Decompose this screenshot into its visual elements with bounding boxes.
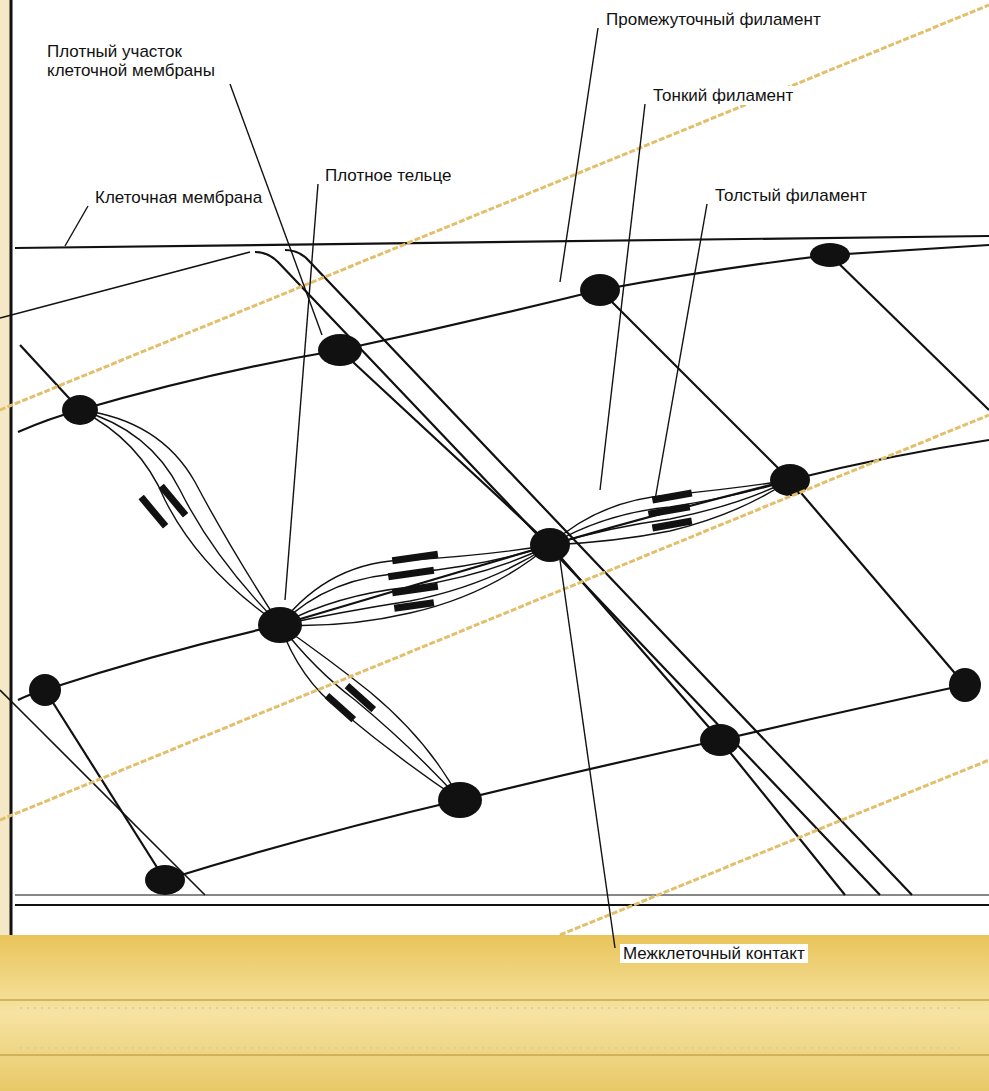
part-label: Тонкий филамент: [650, 86, 796, 105]
part-label: Толстый филамент: [712, 186, 870, 205]
part-label: Плотный участок клеточной мембраны: [44, 42, 250, 80]
part-label: Клеточная мембрана: [92, 188, 265, 207]
part-label: Плотное тельце: [322, 166, 454, 185]
part-label: Промежуточный филамент: [603, 10, 824, 29]
part-label: Межклеточный контакт: [620, 944, 808, 963]
